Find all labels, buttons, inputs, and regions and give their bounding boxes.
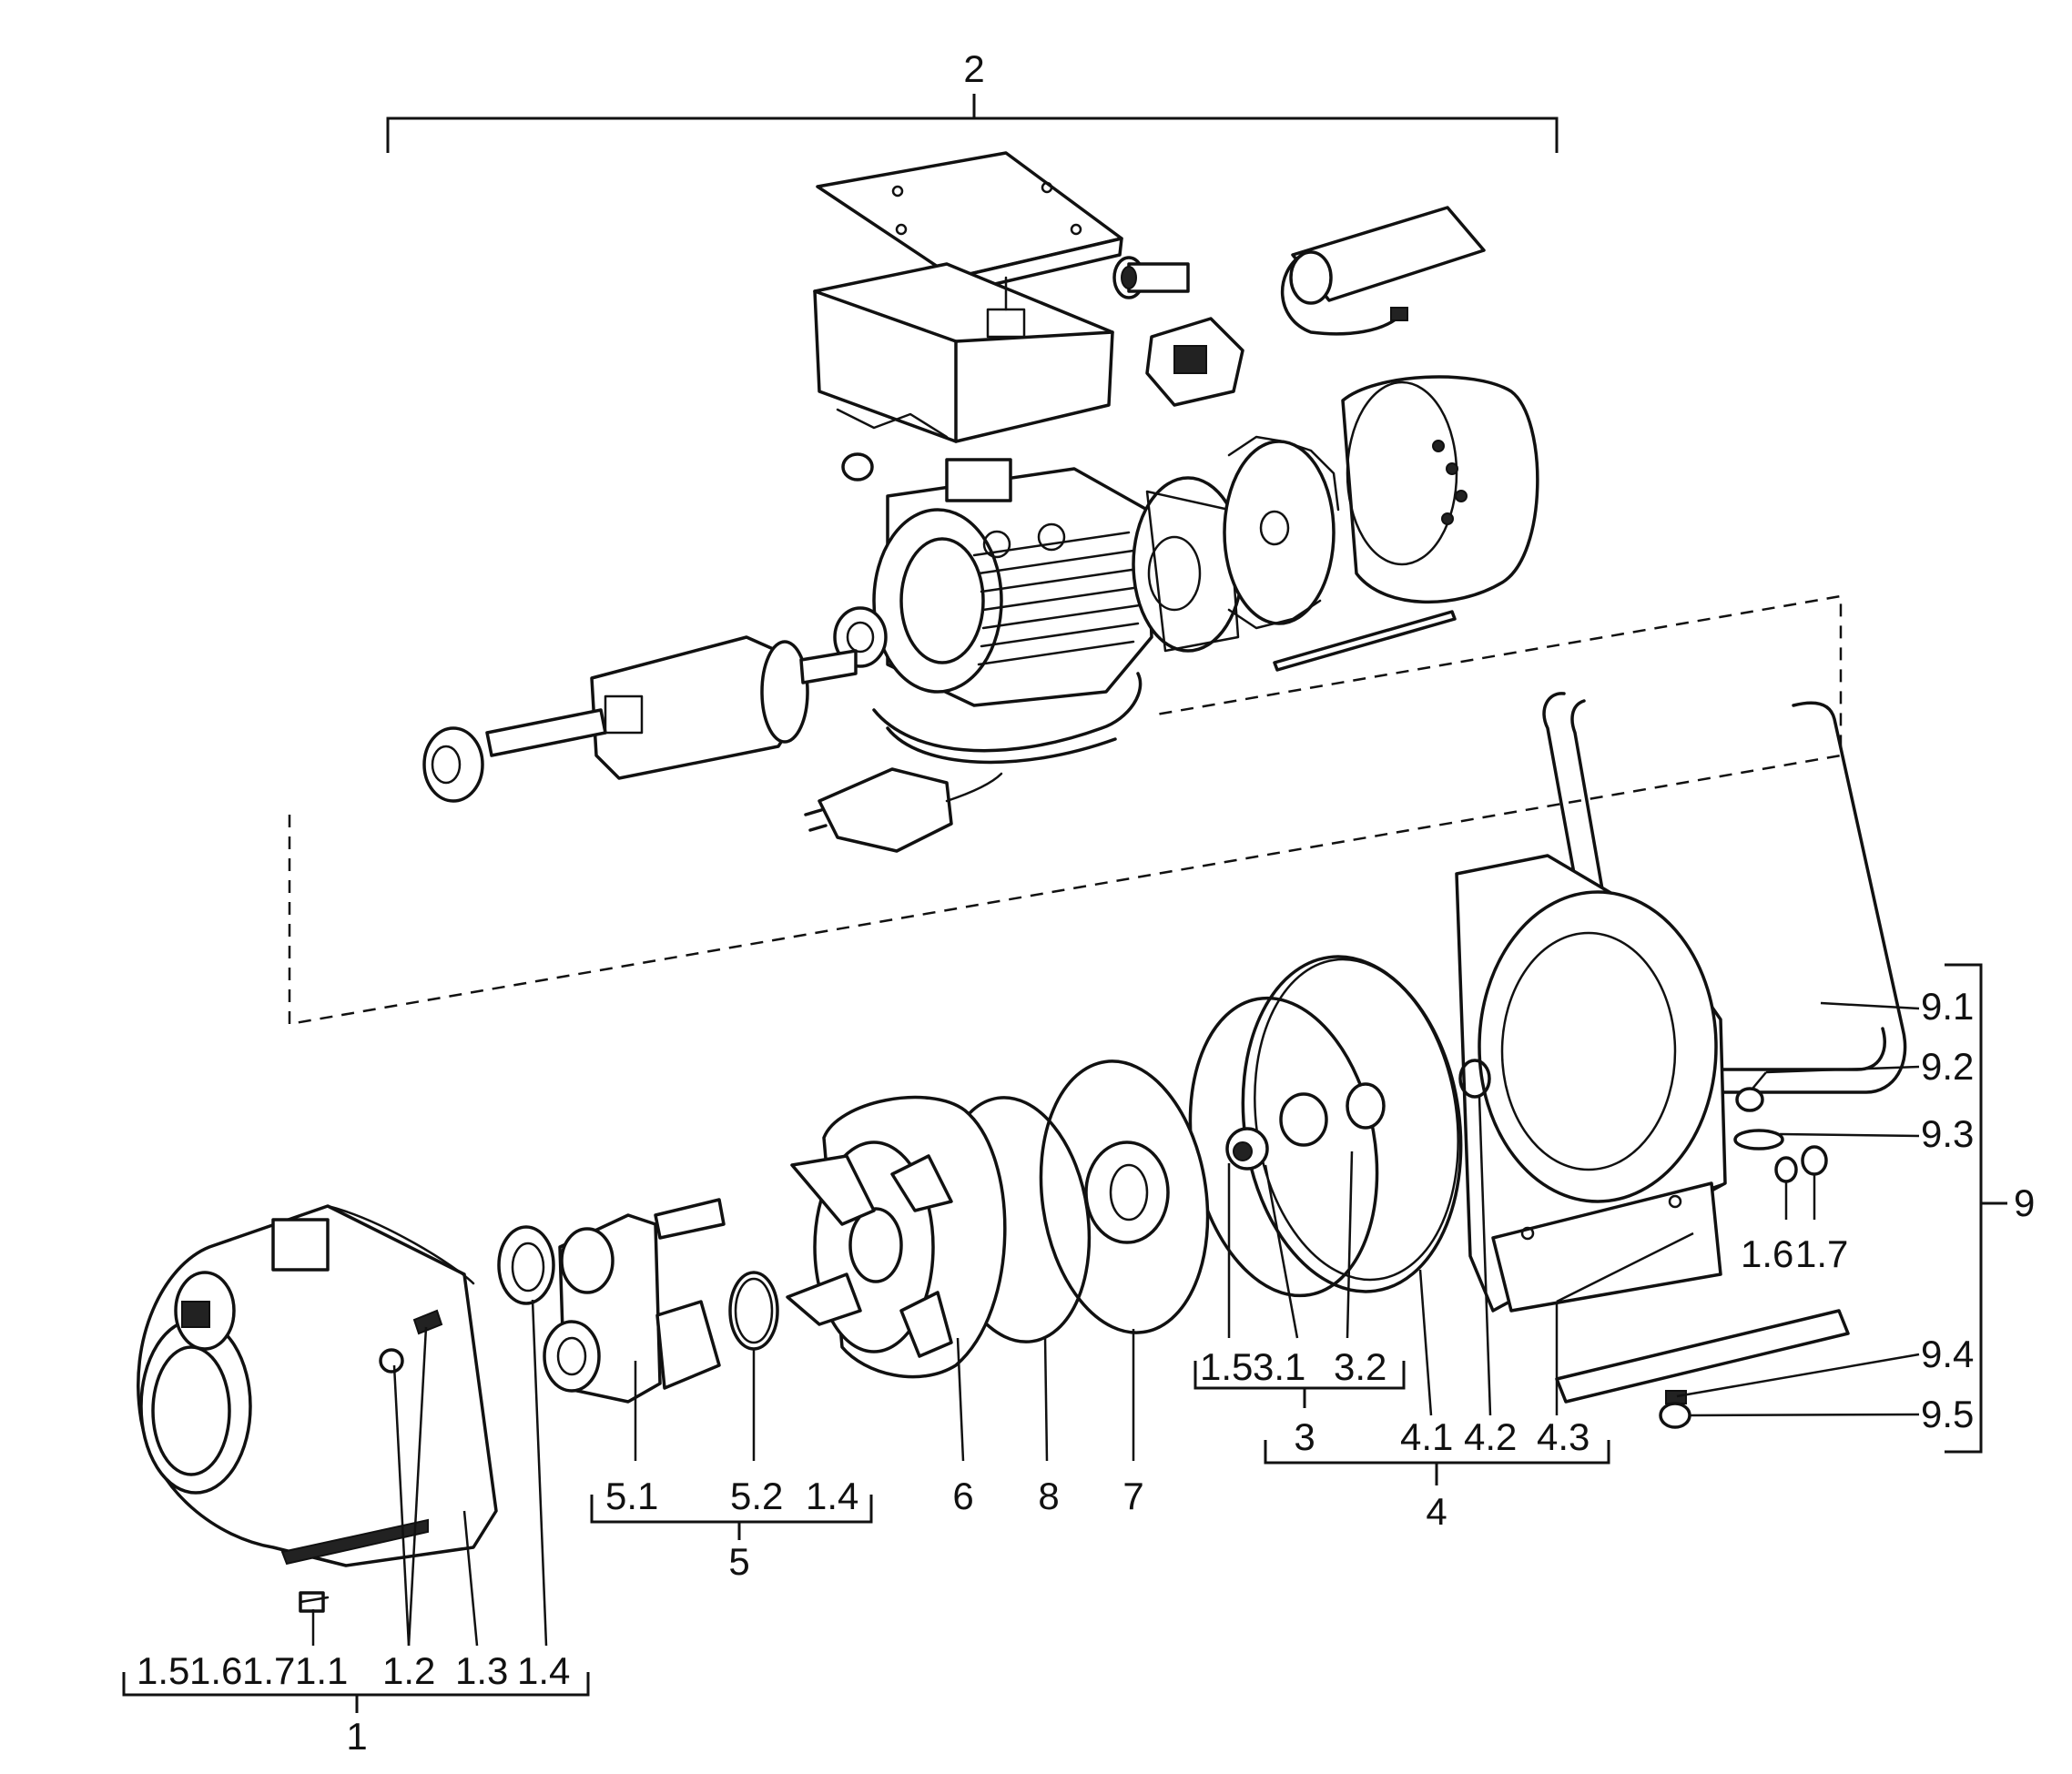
leader-lines [311, 1001, 1920, 1647]
pump-casing [137, 1204, 498, 1613]
label-1-6: 1.6 [189, 1649, 242, 1692]
label-5: 5 [728, 1540, 749, 1583]
label-1-4: 1.4 [517, 1649, 570, 1692]
label-1-5-b: 1.5 [1200, 1345, 1253, 1388]
label-1-4-b: 1.4 [806, 1475, 858, 1517]
label-5-1: 5.1 [605, 1475, 658, 1517]
label-5-2: 5.2 [730, 1475, 783, 1517]
label-9: 9 [2014, 1181, 2035, 1224]
bracket-2 [386, 117, 1559, 153]
label-4-1: 4.1 [1400, 1415, 1453, 1458]
end-shield [1132, 476, 1244, 653]
terminal-box-cover [816, 151, 1123, 295]
label-9-1: 9.1 [1921, 985, 1974, 1028]
cooling-fan [1223, 435, 1340, 630]
label-7: 7 [1122, 1475, 1143, 1517]
ejector [543, 1198, 726, 1404]
label-3-2: 3.2 [1334, 1345, 1386, 1388]
label-1-3: 1.3 [455, 1649, 508, 1692]
label-2: 2 [963, 47, 984, 90]
bracket-3 [1193, 1361, 1406, 1390]
label-6: 6 [952, 1475, 973, 1517]
label-9-2: 9.2 [1921, 1045, 1974, 1088]
bracket-5 [590, 1495, 873, 1524]
bracket-9 [1945, 963, 1983, 1454]
label-1-7: 1.7 [242, 1649, 295, 1692]
assembly-outline [288, 594, 1843, 1026]
terminal-box [813, 262, 1114, 443]
capacitor [1281, 206, 1486, 336]
label-4: 4 [1426, 1490, 1447, 1533]
rotor [485, 635, 858, 780]
callout-labels: 2 1.5 1.6 1.7 1.1 1.2 1.3 1.4 1 5.1 5.2 … [137, 47, 2035, 1758]
label-1: 1 [346, 1715, 367, 1758]
power-plug [804, 767, 1003, 853]
stator-housing [872, 458, 1153, 765]
label-3-1: 3.1 [1253, 1345, 1305, 1388]
ring-4-2 [1458, 1059, 1491, 1099]
impeller-disc [1039, 1059, 1210, 1334]
nozzle-ring [497, 1225, 555, 1305]
label-4-3: 4.3 [1537, 1415, 1590, 1458]
impeller [786, 1095, 1007, 1379]
switch [1145, 317, 1244, 407]
label-1-2: 1.2 [382, 1649, 435, 1692]
label-1-5: 1.5 [137, 1649, 189, 1692]
cable-gland [1112, 256, 1190, 299]
label-1-7-b: 1.7 [1795, 1232, 1848, 1275]
small-plug [841, 452, 874, 482]
o-ring-5-2 [728, 1271, 779, 1351]
label-8: 8 [1038, 1475, 1059, 1517]
label-9-3: 9.3 [1921, 1112, 1974, 1155]
motor-assembly [422, 151, 1539, 853]
label-1-1: 1.1 [295, 1649, 348, 1692]
label-1-6-b: 1.6 [1741, 1232, 1793, 1275]
label-9-4: 9.4 [1921, 1333, 1974, 1375]
label-4-2: 4.2 [1464, 1415, 1517, 1458]
label-9-5: 9.5 [1921, 1393, 1974, 1435]
rear-bearing [422, 726, 484, 803]
pump-bracket [1455, 854, 1727, 1313]
label-3: 3 [1294, 1415, 1315, 1458]
tie-rod [1273, 610, 1457, 672]
fan-cover [1341, 375, 1539, 604]
